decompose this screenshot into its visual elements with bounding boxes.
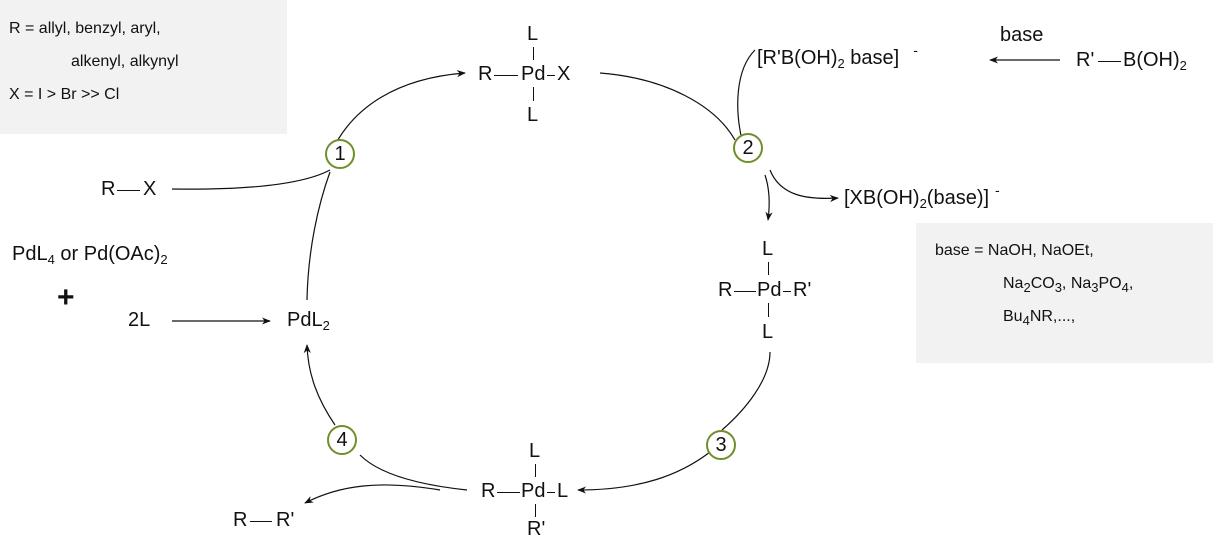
step-1-marker: 1	[325, 139, 355, 169]
pd-bottom-ligand-upper: L	[529, 440, 541, 462]
boronic-b-oh: B(OH)2	[1123, 49, 1187, 73]
arc-1-to-top	[329, 70, 466, 156]
pd-top-ligand-upper: L	[527, 23, 539, 45]
x-definition: X = I > Br >> Cl	[9, 86, 120, 103]
product-r-prime: R'	[276, 509, 295, 531]
rx-r: R	[101, 178, 116, 200]
pd-top-ligand-lower: L	[527, 104, 539, 126]
rx-entry-line	[171, 169, 331, 190]
pd-right-r-prime: R'	[793, 279, 812, 301]
byproduct-exit-arc	[769, 169, 839, 203]
pd-right-palladium: Pd	[757, 279, 782, 301]
rx-x: X	[143, 178, 157, 200]
pd-top-r: R	[478, 63, 493, 85]
arc-right-to-3	[721, 351, 771, 431]
substituent-definition-box	[0, 0, 287, 134]
step-3-marker: 3	[706, 430, 736, 460]
base-definition-box	[916, 223, 1213, 363]
borate-byproduct: [XB(OH)2(base)]-	[844, 182, 1000, 211]
ligand-2l: 2L	[128, 309, 151, 331]
product-exit-arc	[304, 484, 441, 504]
base-definition-line3: Bu4NR,...,	[1003, 308, 1076, 328]
arc-pdl2-to-1	[306, 171, 331, 301]
step-4-marker: 4	[327, 425, 357, 455]
product-r: R	[233, 509, 248, 531]
base-definition-line2: Na2CO3, Na3PO4,	[1003, 275, 1134, 295]
base-definition-line1: base = NaOH, NaOEt,	[935, 242, 1094, 259]
arc-bottom-to-4	[359, 454, 468, 491]
pd-top-x: X	[557, 63, 571, 85]
pd-bottom-r-prime: R'	[527, 518, 546, 540]
r-definition-line1: R = allyl, benzyl, aryl,	[9, 20, 161, 37]
pdl2-species: PdL2	[287, 309, 330, 333]
base-label: base	[1000, 24, 1044, 46]
arc-3-to-bottom	[577, 451, 711, 494]
pd-bottom-r: R	[481, 480, 496, 502]
arc-4-to-pdl2	[303, 344, 336, 426]
borate-entry-arc	[737, 49, 756, 141]
pd-top-palladium: Pd	[521, 63, 546, 85]
r-definition-line2: alkenyl, alkynyl	[71, 53, 179, 70]
pd-right-ligand-lower: L	[762, 321, 774, 343]
plus-sign: +	[57, 281, 75, 314]
pd-right-ligand-upper: L	[762, 238, 774, 260]
boronic-r-prime: R'	[1076, 49, 1095, 71]
pd-bottom-palladium: Pd	[521, 480, 546, 502]
step-2-marker: 2	[733, 133, 763, 163]
pd-precursor: PdL4 or Pd(OAc)2	[12, 243, 168, 267]
pd-bottom-ligand-right: L	[557, 480, 569, 502]
arc-2-to-right	[764, 174, 773, 221]
pd-right-r: R	[718, 279, 733, 301]
boronate-complex: [R'B(OH)2 base]-	[757, 42, 918, 71]
arc-top-to-2	[599, 72, 736, 141]
